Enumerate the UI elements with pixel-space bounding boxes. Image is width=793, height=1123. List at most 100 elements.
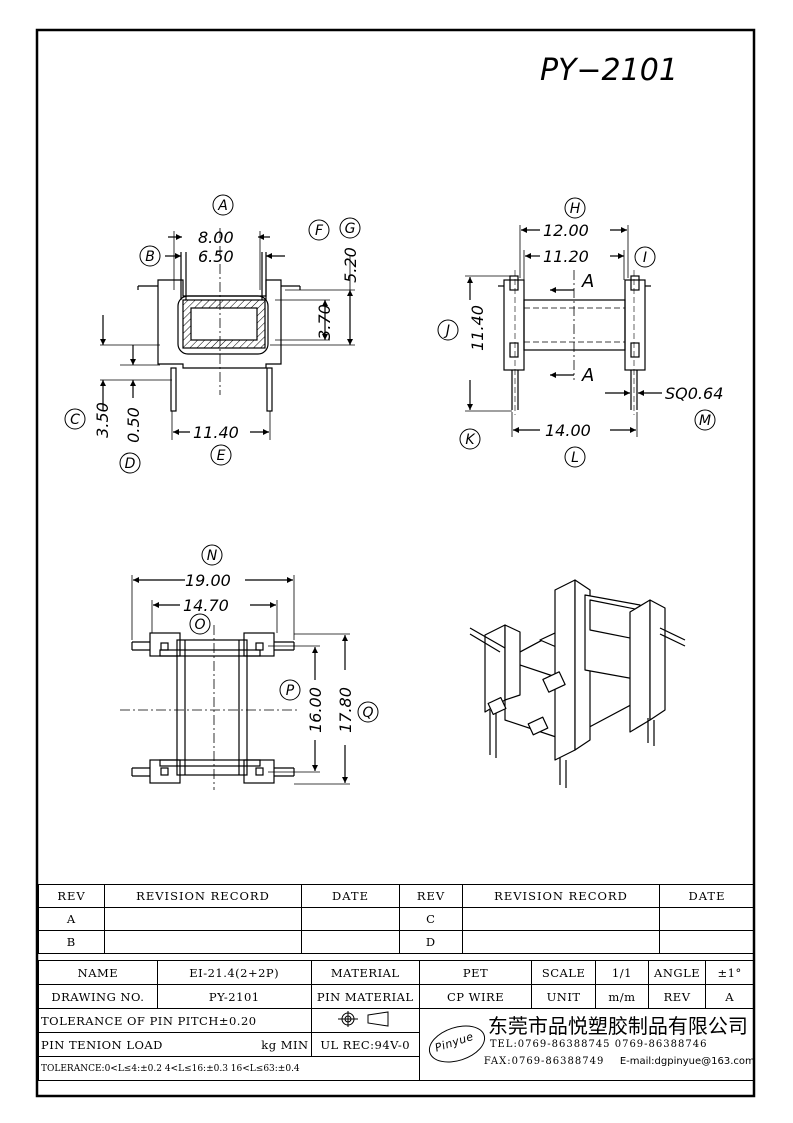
company-fax: FAX:0769-86388749 <box>483 1056 605 1067</box>
name-label: NAME <box>38 960 158 985</box>
revision-cell <box>462 907 660 931</box>
rev-value: A <box>705 984 754 1009</box>
svg-text:A: A <box>217 198 228 214</box>
dim-b: 6.50 <box>198 247 234 266</box>
drawing-no-label: DRAWING NO. <box>38 984 158 1009</box>
callout-l: L <box>564 446 586 468</box>
angle-value: ±1° <box>705 960 754 985</box>
svg-text:P: P <box>286 683 295 699</box>
revision-row: A C <box>38 907 755 931</box>
company-email: E-mail:dgpinyue@163.com <box>619 1056 754 1067</box>
callout-i: I <box>634 246 656 268</box>
callout-c: C <box>64 408 86 430</box>
callout-m: M <box>694 409 716 431</box>
scale-value: 1/1 <box>594 960 649 985</box>
dim-p: 16.00 <box>306 687 325 733</box>
callout-q: Q <box>357 701 379 723</box>
svg-text:J: J <box>443 323 450 339</box>
dim-g: 5.20 <box>341 247 360 283</box>
dim-n: 19.00 <box>185 571 231 590</box>
pin-load-cell: PIN TENION LOAD kg MIN <box>38 1032 312 1057</box>
dim-c: 3.50 <box>93 402 112 438</box>
unit-value: m/m <box>594 984 649 1009</box>
svg-text:K: K <box>465 432 476 448</box>
pin-material-label: PIN MATERIAL <box>310 984 420 1009</box>
dim-j: 11.40 <box>468 305 487 351</box>
dim-h: 12.00 <box>543 221 589 240</box>
svg-text:B: B <box>145 249 155 265</box>
callout-g: G <box>339 217 361 239</box>
title-block: NAME EI-21.4(2+2P) MATERIAL PET SCALE 1/… <box>38 960 755 1081</box>
svg-text:D: D <box>125 456 136 472</box>
section-mark-bottom: A <box>581 365 594 386</box>
date-cell <box>301 930 400 954</box>
projection-icon <box>338 1011 389 1027</box>
scale-label: SCALE <box>531 960 596 985</box>
svg-text:Q: Q <box>362 705 373 721</box>
svg-text:E: E <box>217 448 226 464</box>
revision-cell <box>462 930 660 954</box>
callout-d: D <box>119 452 141 474</box>
angle-label: ANGLE <box>647 960 707 985</box>
dim-f: 3.70 <box>315 304 334 340</box>
top-view <box>120 575 350 790</box>
company-tel: TEL:0769-86388745 0769-86388746 <box>489 1039 708 1050</box>
callout-b: B <box>139 245 161 267</box>
dim-l: 14.00 <box>545 421 591 440</box>
material-label: MATERIAL <box>310 960 420 985</box>
rev-cell: A <box>38 907 105 931</box>
name-value: EI-21.4(2+2P) <box>156 960 312 985</box>
rev-cell: B <box>38 930 105 954</box>
revision-record-header: REVISION RECORD <box>104 884 302 908</box>
rev-label: REV <box>647 984 707 1009</box>
pin-load-unit: kg MIN <box>261 1037 309 1052</box>
company-logo: Pinyue <box>423 1018 490 1070</box>
date-header: DATE <box>301 884 400 908</box>
svg-text:M: M <box>699 413 711 429</box>
drawing-no-value: PY-2101 <box>156 984 312 1009</box>
svg-text:L: L <box>571 450 579 466</box>
date-cell <box>659 907 755 931</box>
callout-j: J <box>437 319 459 341</box>
isometric-view <box>469 579 686 788</box>
rev-cell: C <box>399 907 463 931</box>
callout-o: O <box>189 613 211 635</box>
callout-h: H <box>564 197 586 219</box>
svg-text:I: I <box>643 250 647 266</box>
pin-material-value: CP WIRE <box>418 984 533 1009</box>
dim-o: 14.70 <box>183 596 229 615</box>
revision-cell <box>104 930 302 954</box>
sheet-border <box>35 28 756 1098</box>
revision-row: B D <box>38 930 755 954</box>
dim-i: 11.20 <box>543 247 589 266</box>
rev-header: REV <box>38 884 105 908</box>
drawing-title: PY−2101 <box>540 53 678 88</box>
svg-text:O: O <box>194 617 205 633</box>
callout-e: E <box>210 444 232 466</box>
tolerance-pin-pitch: TOLERANCE OF PIN PITCH±0.20 <box>38 1008 312 1033</box>
pin-load-label: PIN TENION LOAD <box>41 1037 163 1052</box>
callout-f: F <box>308 219 330 241</box>
rev-cell: D <box>399 930 463 954</box>
dim-e: 11.40 <box>193 423 239 442</box>
callout-k: K <box>459 428 481 450</box>
ul-rating: UL REC:94V-0 <box>310 1032 420 1057</box>
unit-label: UNIT <box>531 984 596 1009</box>
rev-header: REV <box>399 884 463 908</box>
company-name: 东莞市品悦塑胶制品有限公司 <box>487 1014 748 1038</box>
dimension-labels: 8.00 6.50 11.40 12.00 11.20 14.00 SQ0.64… <box>93 221 723 733</box>
front-view <box>100 228 355 440</box>
revision-cell <box>104 907 302 931</box>
callouts: A B F G C D E H I J K L M N O P Q <box>64 194 716 723</box>
dim-d: 0.50 <box>124 407 143 443</box>
callout-n: N <box>201 544 223 566</box>
section-mark-top: A <box>581 271 594 292</box>
side-view <box>465 225 662 437</box>
projection-symbol <box>310 1008 420 1033</box>
callout-a: A <box>212 194 234 216</box>
date-header: DATE <box>659 884 755 908</box>
callout-p: P <box>279 679 301 701</box>
general-tolerance: TOLERANCE:0<L≤4:±0.2 4<L≤16:±0.3 16<L≤63… <box>38 1056 420 1081</box>
svg-text:N: N <box>207 548 218 564</box>
